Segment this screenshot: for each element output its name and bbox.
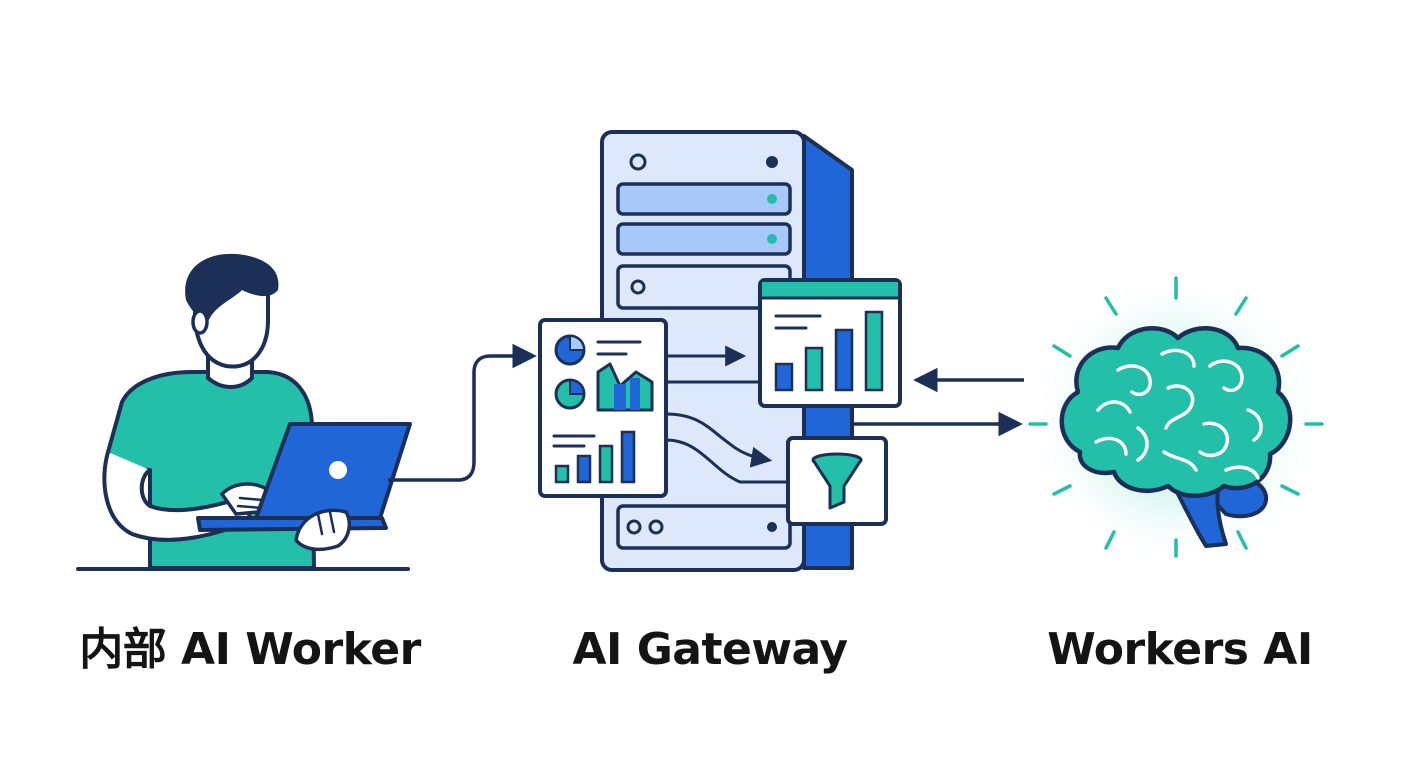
label-workers-ai: Workers AI: [1047, 624, 1313, 675]
funnel-icon: [811, 452, 863, 510]
person-with-laptop: [76, 253, 412, 571]
label-ai-gateway: AI Gateway: [572, 624, 848, 675]
server-bay-2: [616, 222, 792, 256]
pie-chart-icon: [554, 378, 586, 410]
analytics-panel: [538, 318, 668, 498]
label-internal-ai-worker: 内部 AI Worker: [79, 624, 421, 675]
laptop-logo: [329, 461, 347, 479]
server-bay-1: [616, 182, 792, 216]
brain-rays: [1028, 276, 1324, 558]
bar-chart-icon: [758, 278, 902, 408]
pie-chart-icon: [554, 334, 586, 366]
hair: [185, 253, 279, 322]
laptop-base: [196, 516, 388, 532]
laptop-icon: [196, 422, 412, 552]
brain-icon: [1028, 272, 1324, 568]
brain-folds: [1094, 348, 1263, 480]
arrow-worker-to-gateway: [388, 343, 537, 482]
server-bay-bottom: [616, 504, 792, 550]
funnel-panel: [786, 436, 888, 526]
